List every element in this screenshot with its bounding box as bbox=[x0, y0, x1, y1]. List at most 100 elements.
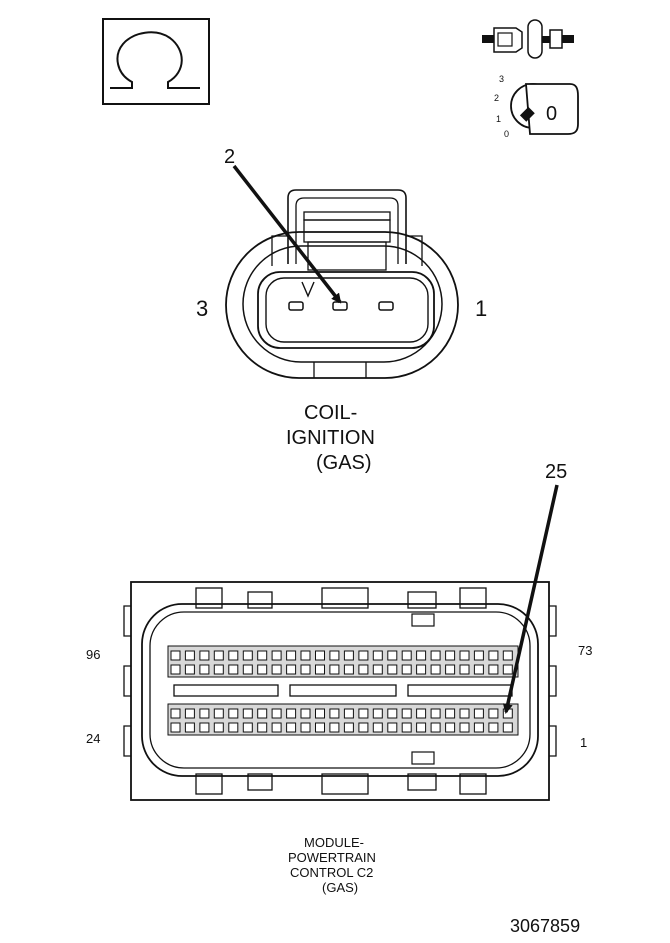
pcm-cavity bbox=[271, 664, 282, 675]
coil-cavity-1 bbox=[378, 301, 394, 311]
pcm-cavity bbox=[430, 722, 441, 733]
coil-title-line-2: IGNITION bbox=[286, 427, 375, 449]
pcm-cavity bbox=[184, 664, 195, 675]
pcm-cavity bbox=[170, 664, 181, 675]
pcm-cavity bbox=[315, 650, 325, 661]
pcm-cavity bbox=[488, 722, 499, 733]
pcm-cavity bbox=[170, 708, 181, 719]
pcm-top-latches bbox=[195, 587, 487, 627]
pcm-cavity bbox=[387, 650, 398, 661]
pcm-cavity bbox=[416, 708, 427, 719]
pcm-cavity bbox=[228, 650, 239, 661]
pcm-cavity bbox=[488, 650, 499, 661]
pcm-cavity bbox=[286, 650, 297, 661]
pcm-cavity bbox=[329, 722, 340, 733]
pcm-cavity bbox=[315, 722, 325, 733]
pcm-cavity bbox=[401, 664, 412, 675]
pcm-cavity bbox=[488, 708, 499, 719]
pcm-c2-connector bbox=[123, 581, 557, 801]
pcm-cavity bbox=[416, 650, 427, 661]
pcm-cavity bbox=[445, 722, 456, 733]
pcm-cavity bbox=[199, 664, 210, 675]
disconnected-connector-icon bbox=[482, 19, 574, 59]
pcm-cavity bbox=[445, 650, 456, 661]
ignition-position-0: 0 bbox=[504, 129, 509, 139]
pcm-pin-label-bottom-right: 1 bbox=[580, 735, 587, 750]
pcm-pin-label-top-right: 73 bbox=[578, 643, 592, 658]
pcm-title-line-2: POWERTRAIN bbox=[288, 850, 376, 865]
coil-pin-label-left: 3 bbox=[196, 296, 208, 321]
coil-ignition-connector bbox=[225, 189, 459, 379]
pcm-cavity bbox=[271, 708, 282, 719]
pcm-cavity bbox=[199, 722, 210, 733]
coil-cavity-3 bbox=[288, 301, 304, 311]
pcm-center-rib-left bbox=[173, 684, 279, 697]
pcm-title-line-4: (GAS) bbox=[322, 880, 358, 895]
pcm-title-line-3: CONTROL C2 bbox=[290, 865, 373, 880]
pcm-cavity bbox=[228, 708, 239, 719]
pcm-pin-label-top-left: 96 bbox=[86, 647, 100, 662]
pcm-title-line-1: MODULE- bbox=[304, 835, 364, 850]
pcm-bottom-latches bbox=[195, 751, 487, 795]
pcm-cavity bbox=[271, 650, 282, 661]
figure-number: 3067859 bbox=[510, 916, 580, 936]
ohm-symbol-icon bbox=[102, 18, 210, 105]
pcm-cavity bbox=[315, 664, 325, 675]
pcm-cavity bbox=[286, 722, 297, 733]
pcm-cavity bbox=[300, 664, 311, 675]
pcm-cavity bbox=[473, 722, 484, 733]
pcm-cavity bbox=[416, 722, 427, 733]
pcm-cavity bbox=[184, 708, 195, 719]
coil-cavity-2 bbox=[332, 301, 348, 311]
pcm-cavity bbox=[257, 650, 268, 661]
pcm-cavity bbox=[358, 650, 369, 661]
pcm-cavity bbox=[184, 722, 195, 733]
pcm-cavity bbox=[170, 650, 181, 661]
pcm-cavity bbox=[372, 664, 383, 675]
ignition-position-3: 3 bbox=[499, 74, 504, 84]
ignition-key-label: 0 bbox=[546, 103, 557, 125]
pcm-cavity bbox=[343, 664, 354, 675]
pcm-cavity bbox=[372, 650, 383, 661]
pcm-cavity bbox=[372, 722, 383, 733]
pcm-cavity bbox=[228, 722, 239, 733]
pcm-cavity bbox=[445, 708, 456, 719]
pcm-cavity bbox=[213, 650, 224, 661]
pcm-cavity bbox=[459, 650, 470, 661]
pcm-cavity bbox=[213, 664, 224, 675]
pcm-cavity bbox=[329, 708, 340, 719]
pcm-cavity bbox=[300, 708, 311, 719]
pcm-cavity bbox=[170, 722, 181, 733]
pcm-cavity bbox=[358, 664, 369, 675]
pcm-cavity bbox=[459, 722, 470, 733]
pcm-cavity bbox=[228, 664, 239, 675]
pcm-cavity bbox=[387, 708, 398, 719]
coil-title-line-3: (GAS) bbox=[316, 452, 372, 474]
pcm-cavity bbox=[459, 708, 470, 719]
pcm-cavity bbox=[213, 708, 224, 719]
pcm-cavity bbox=[300, 722, 311, 733]
pcm-cavity bbox=[257, 708, 268, 719]
pcm-cavity bbox=[502, 650, 513, 661]
pcm-cavity bbox=[473, 708, 484, 719]
pcm-cavity bbox=[199, 708, 210, 719]
pcm-cavity bbox=[430, 650, 441, 661]
pcm-cavity bbox=[257, 664, 268, 675]
coil-callout-arrow bbox=[232, 164, 342, 304]
pcm-center-rib-right bbox=[407, 684, 513, 697]
pcm-cavity bbox=[286, 664, 297, 675]
pcm-cavity bbox=[199, 650, 210, 661]
pcm-cavity bbox=[286, 708, 297, 719]
pcm-cavity bbox=[416, 664, 427, 675]
pcm-cavity bbox=[401, 650, 412, 661]
pcm-cavity bbox=[271, 722, 282, 733]
ignition-position-1: 1 bbox=[496, 114, 501, 124]
pcm-cavity bbox=[242, 708, 253, 719]
coil-title-line-1: COIL- bbox=[304, 402, 357, 424]
pcm-cavity bbox=[459, 664, 470, 675]
pcm-cavity bbox=[300, 650, 311, 661]
pcm-top-cavity-rows bbox=[170, 650, 513, 675]
pcm-center-rib-middle bbox=[289, 684, 397, 697]
pcm-callout-number: 25 bbox=[545, 461, 567, 483]
